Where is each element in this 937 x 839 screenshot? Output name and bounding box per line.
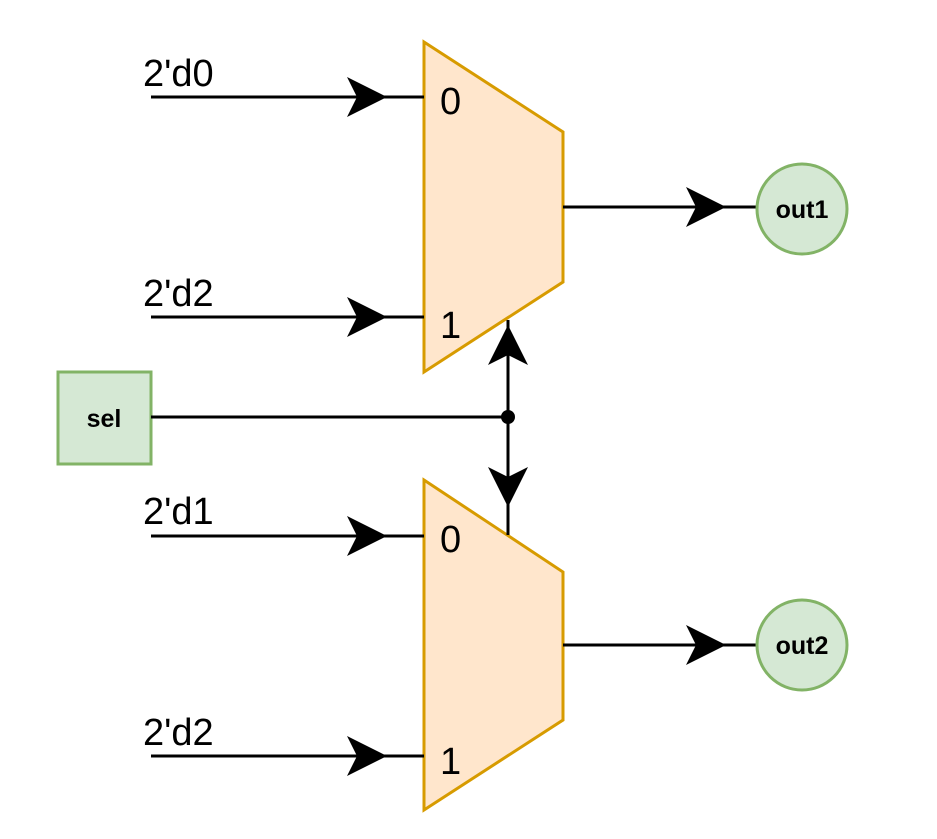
sel-junction-dot <box>501 410 515 424</box>
sel-port <box>56 370 153 466</box>
sel-label: sel <box>87 405 122 433</box>
mux1-input0-arrow <box>347 77 387 117</box>
out2-label: out2 <box>776 632 829 660</box>
mux1-input1-label: 2'd2 <box>143 273 214 315</box>
mux2-input0-label: 2'd1 <box>143 491 214 533</box>
mux2-port1-label: 1 <box>440 741 461 783</box>
mux1-body <box>422 39 565 375</box>
mux2-input0-arrow <box>347 516 387 556</box>
sel-to-mux1-arrow <box>488 325 528 365</box>
mux1-port1-label: 1 <box>440 305 461 347</box>
mux1-input0-label: 2'd0 <box>143 53 214 95</box>
mux2-port0-label: 0 <box>440 519 461 561</box>
out2-port <box>755 598 849 692</box>
mux1-input1-arrow <box>347 297 387 337</box>
mux1-port0-label: 0 <box>440 81 461 123</box>
mux2-input1-arrow <box>347 736 387 776</box>
sel-to-mux2-arrow <box>488 467 528 507</box>
mux2-input1-label: 2'd2 <box>143 712 214 754</box>
out1-port <box>755 162 849 256</box>
mux2-body <box>422 477 565 813</box>
mux1-output-arrow <box>686 187 726 227</box>
mux2-output-arrow <box>686 625 726 665</box>
out1-label: out1 <box>776 196 829 224</box>
